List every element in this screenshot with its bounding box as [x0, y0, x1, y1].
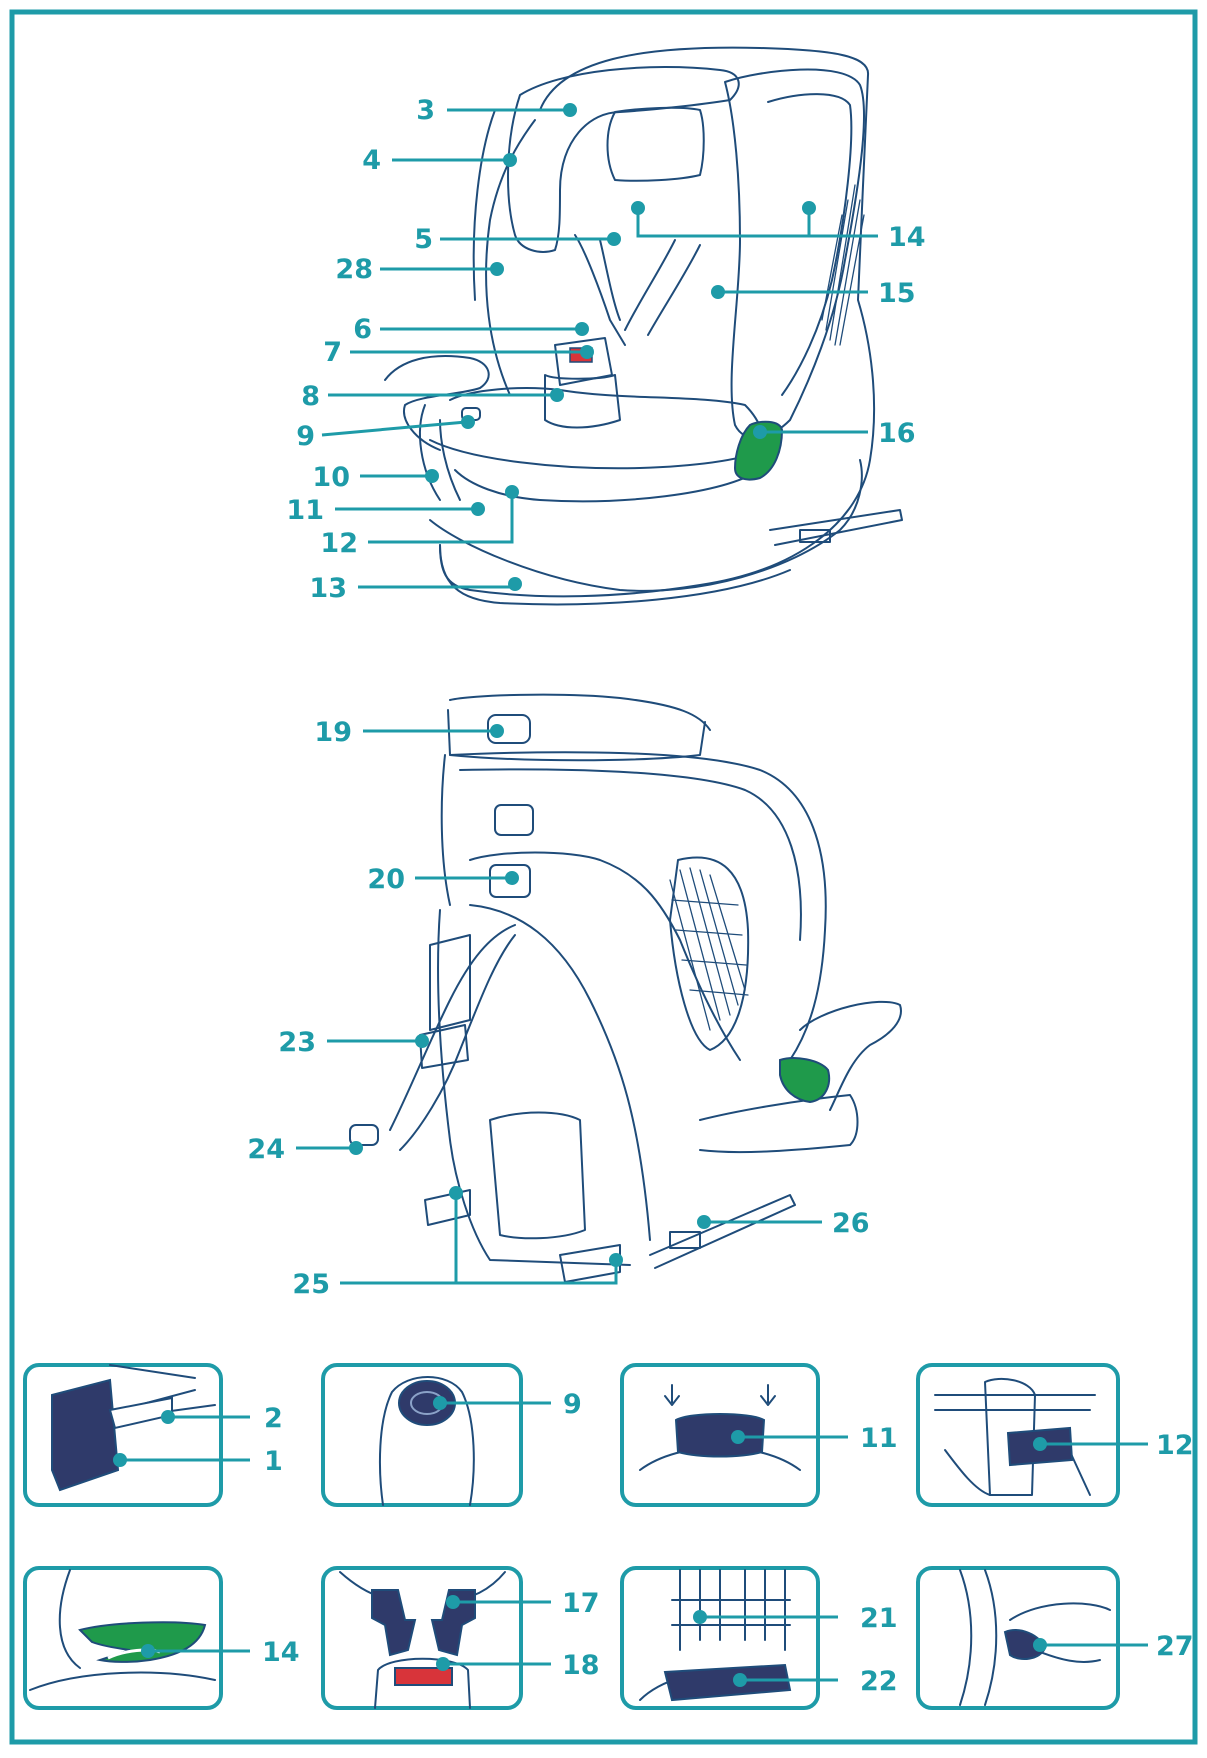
callout-24: 24	[247, 1134, 285, 1165]
callout-19: 19	[314, 717, 352, 748]
callout-18: 18	[562, 1650, 600, 1681]
leader-dot	[575, 322, 589, 336]
leader-line	[636, 210, 878, 238]
callout-17: 17	[562, 1588, 600, 1619]
callout-7: 7	[323, 337, 342, 368]
leader-dot	[563, 103, 577, 117]
leader-dot	[505, 485, 519, 499]
callout-28: 28	[335, 254, 373, 285]
leader-line	[340, 1262, 618, 1285]
leader-dot	[631, 201, 645, 215]
leader-dot	[449, 1186, 463, 1200]
leader-dot	[697, 1215, 711, 1229]
callout-6: 6	[353, 314, 372, 345]
callout-16: 16	[878, 418, 916, 449]
callout-9-detail: 9	[563, 1389, 582, 1420]
callout-11-detail: 11	[860, 1423, 898, 1454]
leader-dot	[550, 388, 564, 402]
callout-2: 2	[264, 1403, 283, 1434]
page-frame	[9, 9, 1198, 1745]
detail-panel-recline-handle	[916, 1566, 1148, 1710]
leader-dot	[753, 425, 767, 439]
detail-panel-buckle-tongues	[321, 1566, 551, 1710]
leader-dot	[580, 345, 594, 359]
callout-21: 21	[860, 1603, 898, 1634]
leader-dot	[349, 1141, 363, 1155]
callout-12: 12	[320, 528, 358, 559]
leader-dot	[711, 285, 725, 299]
callout-1: 1	[264, 1446, 283, 1477]
detail-panel-headrest-adjuster	[620, 1363, 848, 1507]
callout-5: 5	[414, 224, 433, 255]
callout-15: 15	[878, 278, 916, 309]
leader-dot	[461, 415, 475, 429]
leader-dot	[505, 871, 519, 885]
callout-14: 14	[888, 222, 926, 253]
detail-panel-isofix-connector	[23, 1363, 250, 1507]
leader-dot	[490, 724, 504, 738]
seat-front-illustration	[384, 46, 903, 606]
callout-25: 25	[292, 1269, 330, 1300]
leader-dot	[503, 153, 517, 167]
detail-panel-side-impact-indicator	[23, 1566, 250, 1710]
leader-dot	[508, 577, 522, 591]
callout-20: 20	[367, 864, 405, 895]
detail-panel-belt-guide-clip	[916, 1363, 1148, 1507]
callout-numbers: 3 4 5 28 6 7 8 9 10 11 12 13 14 15 16 19…	[247, 95, 925, 1300]
callout-14-detail: 14	[262, 1637, 300, 1668]
callout-26: 26	[832, 1208, 870, 1239]
detail-panel-harness-slots	[620, 1566, 838, 1710]
detail-panel-harness-adjuster-button	[321, 1363, 551, 1507]
callout-23: 23	[278, 1027, 316, 1058]
callout-4: 4	[362, 145, 381, 176]
leader-dot	[471, 502, 485, 516]
callout-3: 3	[416, 95, 435, 126]
callout-lines	[296, 103, 878, 1285]
leader-dot	[802, 201, 816, 215]
callout-13: 13	[309, 573, 347, 604]
leader-dot	[609, 1253, 623, 1267]
callout-10: 10	[312, 462, 350, 493]
callout-11: 11	[286, 495, 324, 526]
callout-9: 9	[296, 421, 315, 452]
leader-dot	[607, 232, 621, 246]
leader-dot	[490, 262, 504, 276]
callout-22: 22	[860, 1666, 898, 1697]
callout-12-detail: 12	[1156, 1430, 1194, 1461]
leader-dot	[425, 469, 439, 483]
callout-8: 8	[301, 381, 320, 412]
leader-line	[321, 420, 467, 437]
leader-line	[368, 494, 514, 544]
leader-dot	[415, 1034, 429, 1048]
seat-back-illustration	[349, 693, 902, 1283]
callout-27: 27	[1156, 1631, 1194, 1662]
